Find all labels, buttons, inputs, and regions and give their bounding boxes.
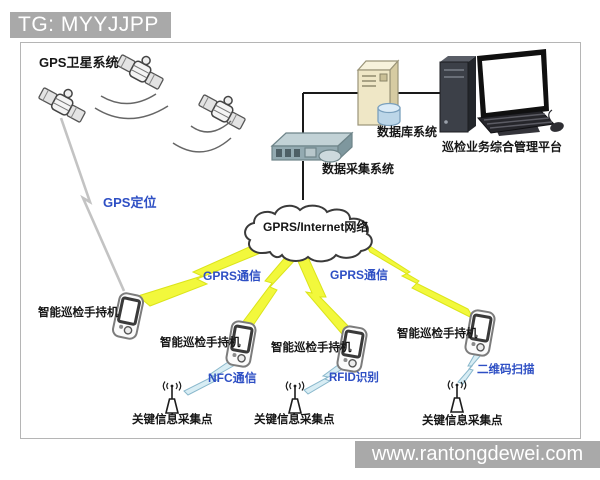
handheld-label: 智能巡检手持机 (38, 307, 119, 319)
nfc-link-label: NFC通信 (208, 371, 257, 385)
handheld-label: 智能巡检手持机 (160, 337, 241, 349)
antenna-icon (285, 380, 305, 414)
satellite-icon (114, 44, 170, 92)
lightning-bolt-yellow (136, 242, 476, 335)
platform-label: 巡检业务综合管理平台 (442, 140, 563, 154)
collector-label: 数据采集系统 (322, 162, 395, 176)
cloud-shape (244, 204, 373, 263)
handheld-label: 智能巡检手持机 (271, 342, 352, 354)
gprs-link-label: GPRS通信 (203, 269, 262, 283)
handheld-label: 智能巡检手持机 (397, 328, 478, 340)
database-label: 数据库系统 (377, 125, 438, 139)
radio-wave-icon (94, 93, 232, 153)
satellite-icon (36, 77, 92, 125)
database-cylinder-icon (377, 102, 401, 127)
antenna-icon (162, 380, 182, 414)
lightning-bolt-gray (59, 117, 126, 292)
collection-point-label: 关键信息采集点 (254, 414, 335, 426)
satellite-icon (196, 84, 252, 132)
desktop-computer-icon (439, 49, 564, 136)
bottom-watermark-banner: www.rantongdewei.com (355, 441, 600, 468)
gps-link-label: GPS定位 (103, 195, 157, 210)
antenna-icon (447, 379, 467, 413)
gprs-link-label: GPRS通信 (330, 268, 389, 282)
qr-link-label: 二维码扫描 (477, 364, 535, 376)
top-watermark-banner: TG: MYYJJPP (10, 12, 171, 38)
router-icon (270, 131, 354, 163)
collection-point-label: 关键信息采集点 (422, 415, 503, 427)
mouse-icon (548, 109, 564, 132)
lightning-bolt-cyan (183, 351, 482, 396)
server-icon (356, 59, 401, 127)
collection-point-label: 关键信息采集点 (132, 414, 213, 426)
rfid-link-label: RFID识别 (329, 372, 379, 384)
gps-system-label: GPS卫星系统 (39, 55, 119, 70)
cloud-label: GPRS/Internet网络 (263, 220, 369, 234)
